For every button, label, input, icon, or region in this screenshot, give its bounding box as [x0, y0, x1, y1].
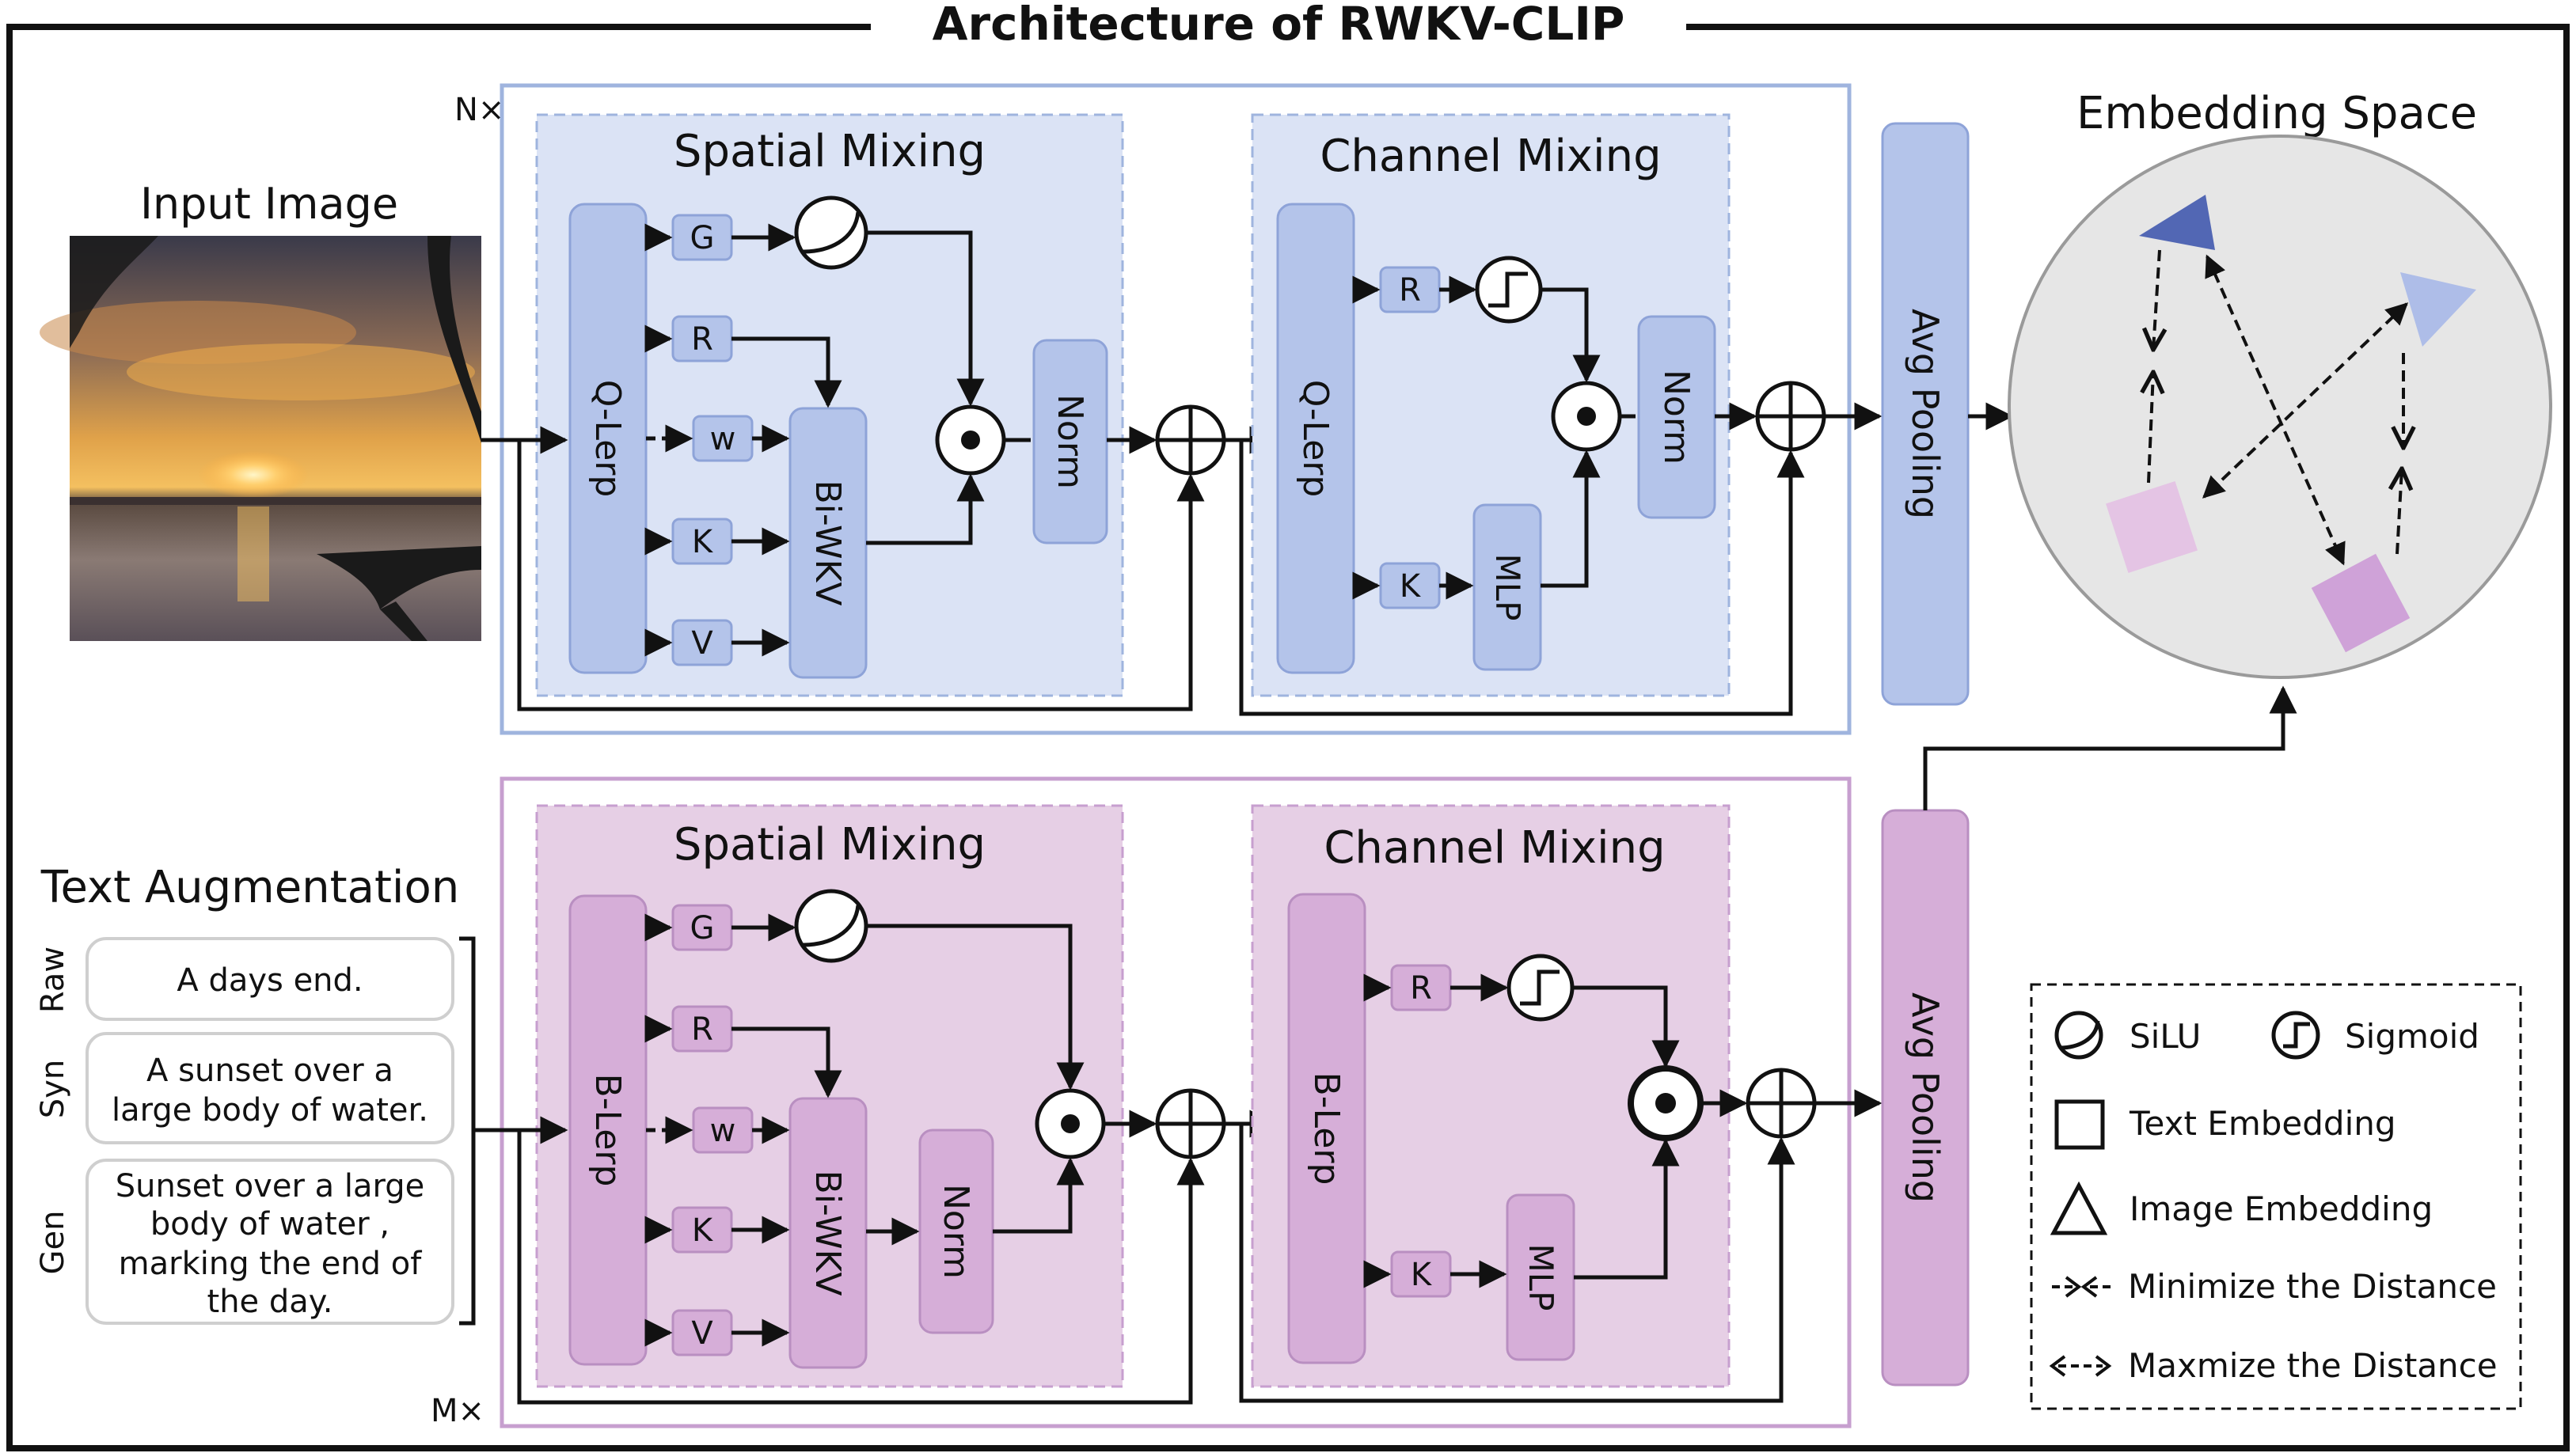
embedding-points [2106, 195, 2476, 653]
hadamard-icon [1551, 381, 1622, 452]
hadamard-icon [935, 404, 1006, 476]
image-spatial-arrows [481, 223, 1278, 711]
text-g-label: G [690, 910, 715, 947]
legend-sigmoid-label: Sigmoid [2345, 1017, 2479, 1056]
image-norm-label-spatial: Norm [1050, 394, 1090, 489]
triangle-icon [2050, 1181, 2108, 1235]
text-norm-label-spatial: Norm [936, 1184, 976, 1279]
add-icon [1155, 1088, 1226, 1159]
text-channel-b-lerp-block [1287, 893, 1366, 1364]
gen-text-line: the day. [207, 1284, 333, 1320]
text-r-label: R [691, 1011, 713, 1048]
image-w-label: w [710, 421, 736, 457]
embedding-space-title: Embedding Space [2076, 88, 2477, 139]
image-encoder-repeat: N× [454, 92, 504, 128]
image-r-label: R [691, 321, 713, 358]
image-channel-q-lerp-block [1276, 203, 1355, 674]
raw-text-line: A days end. [177, 962, 363, 999]
gen-text-line: Sunset over a large [116, 1168, 424, 1205]
text-embedding-dark [2311, 553, 2411, 653]
text-channel-mixing-title: Channel Mixing [1324, 822, 1665, 874]
sigmoid-icon [1506, 954, 1575, 1022]
text-k-label: K [692, 1212, 714, 1249]
text-mlp-label: MLP [1522, 1244, 1560, 1311]
legend-text-embedding-label: Text Embedding [2129, 1104, 2396, 1143]
image-v-label: V [691, 625, 713, 662]
image-mlp-label: MLP [1488, 554, 1527, 621]
minimize-distance-icon [2052, 1276, 2111, 1298]
text-channel-k-label: K [1411, 1257, 1433, 1293]
image-g-label: G [690, 220, 715, 256]
text-v-label: V [691, 1315, 713, 1352]
text-bi-wkv-label: Bi-WKV [807, 1170, 848, 1296]
square-icon [2054, 1099, 2105, 1150]
image-channel-q-lerp-label: Q-Lerp [1295, 380, 1335, 498]
image-channel-mixing-title: Channel Mixing [1320, 131, 1661, 182]
image-k-label: K [692, 524, 714, 560]
sunset-photo [40, 236, 481, 641]
text-spatial-arrows [475, 913, 1278, 1405]
image-spatial-mixing-title: Spatial Mixing [674, 126, 986, 177]
syn-tag: Syn [35, 1060, 71, 1118]
sigmoid-icon [2271, 1011, 2320, 1060]
text-augmentation-title: Text Augmentation [40, 862, 459, 913]
add-icon [1755, 381, 1826, 452]
diagram-title: Architecture of RWKV-CLIP [933, 0, 1625, 51]
image-embedding-dark [2139, 195, 2215, 250]
hadamard-icon [1628, 1065, 1704, 1141]
silu-icon [794, 195, 868, 270]
image-encoder-frame [500, 83, 1852, 735]
text-avg-pooling-label: Avg Pooling [1904, 992, 1947, 1203]
embedding-space-circle [2008, 135, 2552, 679]
legend-silu-label: SiLU [2130, 1017, 2201, 1056]
image-embedding-light [2400, 272, 2476, 347]
text-encoder-repeat: M× [431, 1393, 484, 1429]
maximize-distance-icon [2049, 1355, 2112, 1377]
hadamard-icon [1035, 1088, 1106, 1159]
gen-text-box [85, 1159, 454, 1325]
image-channel-arrows [1239, 275, 1883, 716]
legend-minimize-label: Minimize the Distance [2128, 1267, 2497, 1306]
embedding-distance-arrows [2149, 249, 2407, 566]
text-embedding-light [2106, 481, 2198, 573]
text-channel-r-label: R [1410, 970, 1432, 1007]
image-norm-label-channel: Norm [1656, 370, 1696, 465]
image-channel-k-label: K [1400, 568, 1422, 605]
text-spatial-mixing-title: Spatial Mixing [674, 819, 986, 871]
text-channel-b-lerp-label: B-Lerp [1306, 1072, 1347, 1186]
gen-tag: Gen [35, 1211, 71, 1275]
augmentation-bracket [459, 936, 480, 1326]
silu-icon [2054, 1011, 2103, 1060]
text-to-embedding-arrow [1923, 685, 2297, 810]
image-q-lerp-label: Q-Lerp [587, 380, 628, 498]
input-image-label: Input Image [140, 179, 398, 229]
syn-text-line: large body of water. [112, 1092, 428, 1129]
legend-box [2030, 983, 2522, 1410]
raw-tag: Raw [35, 947, 71, 1013]
add-icon [1155, 404, 1226, 476]
title-background [871, 0, 1686, 52]
legend-image-embedding-label: Image Embedding [2130, 1189, 2433, 1228]
sigmoid-icon [1475, 256, 1543, 324]
image-avg-pooling-label: Avg Pooling [1904, 309, 1947, 519]
gen-text-line: body of water , [150, 1206, 389, 1242]
gen-text-line: marking the end of [119, 1246, 423, 1282]
text-b-lerp-label: B-Lerp [587, 1074, 628, 1187]
image-channel-r-label: R [1399, 272, 1421, 309]
add-icon [1746, 1068, 1817, 1139]
text-channel-arrows [1239, 973, 1883, 1403]
text-w-label: w [710, 1113, 736, 1149]
image-avg-pooling-block [1881, 122, 1970, 706]
image-bi-wkv-label: Bi-WKV [807, 480, 848, 606]
syn-text-line: A sunset over a [146, 1053, 393, 1089]
raw-text-box [85, 937, 454, 1021]
silu-icon [794, 889, 868, 963]
legend-maximize-label: Maxmize the Distance [2128, 1346, 2498, 1385]
syn-text-box [85, 1032, 454, 1144]
